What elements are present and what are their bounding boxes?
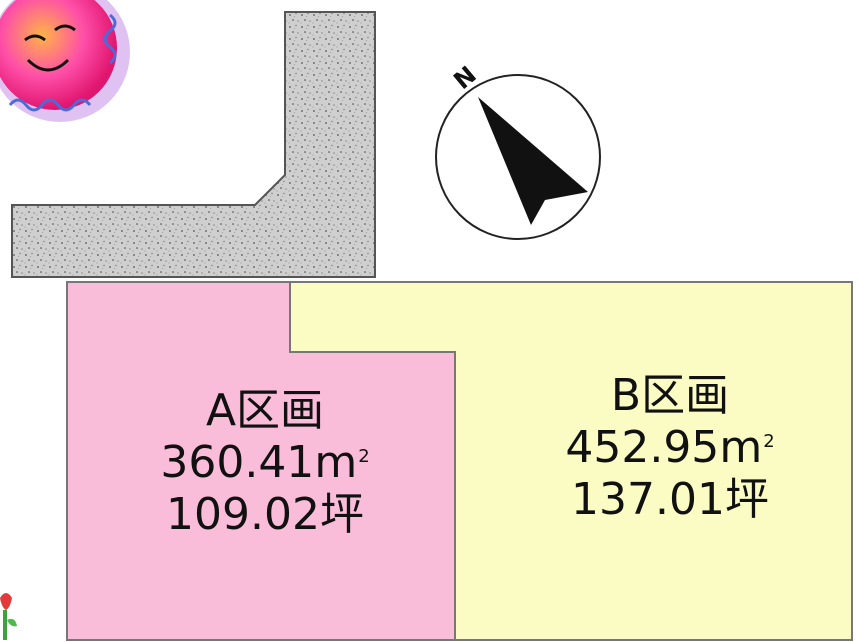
lot-a-name: A区画 <box>205 385 325 436</box>
lot-a-area-tsubo: 109.02坪 <box>166 489 364 540</box>
sun-decoration-icon <box>0 0 130 122</box>
lot-b-name: B区画 <box>610 370 730 421</box>
lot-b-area-tsubo: 137.01坪 <box>571 474 769 525</box>
lot-a-area-sqm: 360.41m2 <box>140 437 390 489</box>
lot-b-label: B区画 452.95m2 137.01坪 <box>545 370 795 526</box>
flower-decoration-icon <box>0 593 17 640</box>
lot-b-area-sqm-value: 452.95 <box>565 422 720 473</box>
lot-a-label: A区画 360.41m2 109.02坪 <box>140 385 390 541</box>
lot-b-area-sqm-unit: m <box>719 422 763 473</box>
lot-a-area-sqm-unit: m <box>314 437 358 488</box>
lot-a-area-sqm-value: 360.41 <box>160 437 315 488</box>
compass: N <box>435 61 601 240</box>
lot-b-area-sqm-sup: 2 <box>763 431 775 452</box>
compass-arrow-icon <box>478 97 588 225</box>
lot-b-area-sqm: 452.95m2 <box>545 422 795 474</box>
lot-a-area-sqm-sup: 2 <box>358 446 370 467</box>
road-area <box>11 11 376 278</box>
lot-b-area <box>289 281 853 641</box>
